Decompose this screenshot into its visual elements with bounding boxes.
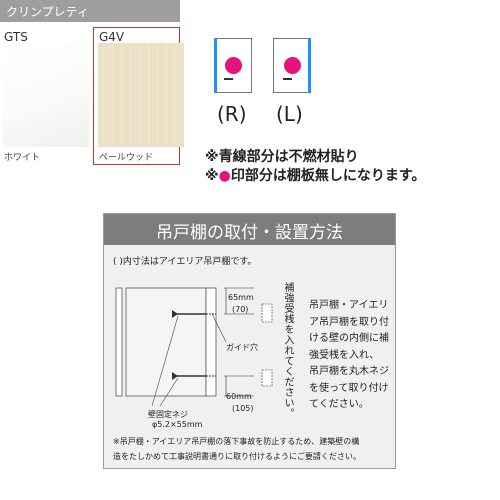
screw-size: φ5.2×55mm	[152, 420, 203, 429]
note-blue-line: ※青線部分は不燃材貼り	[205, 149, 359, 165]
swatch-name-pale-wood: ペールウッド	[99, 153, 154, 163]
nonflammable-edge-marker	[214, 38, 217, 93]
dim-top-sub: (70)	[232, 305, 249, 314]
nonflammable-edge-marker	[308, 38, 311, 93]
install-instructions: 吊戸棚・アイエリア吊戸棚を取り付ける壁の内側に補強受桟を入れ、吊戸棚を丸木ネジを…	[309, 300, 389, 410]
dim-bottom: 60mm	[226, 392, 252, 401]
install-diagram	[115, 287, 273, 407]
label-left: (L)	[276, 102, 303, 126]
swatch-code-gts: GTS	[4, 30, 28, 44]
no-shelf-dot-icon	[284, 57, 301, 74]
label-right: (R)	[217, 102, 247, 126]
install-subtitle: ( )内寸法はアイエリア吊戸棚です。	[113, 257, 257, 267]
door-diagram-left	[273, 38, 311, 93]
install-title: 吊戸棚の取付・設置方法	[156, 223, 343, 243]
screw-label: 壁固定ネジ	[148, 410, 188, 419]
note-no-shelf: ※●印部分は棚板無しになります。	[205, 168, 426, 184]
dim-top: 65mm	[228, 293, 254, 302]
pink-dot-mark: ●	[218, 168, 231, 184]
handle-icon	[283, 78, 292, 80]
handle-icon	[224, 78, 233, 80]
no-shelf-dot-icon	[225, 57, 242, 74]
series-banner	[0, 0, 180, 22]
swatch-pale-wood[interactable]	[98, 43, 184, 147]
swatch-white[interactable]	[3, 43, 89, 147]
door-diagram-right	[214, 38, 252, 93]
vertical-reinforcement-note: 補強受桟を入れてください。	[282, 282, 293, 419]
install-panel-header	[104, 214, 395, 245]
swatch-name-white: ホワイト	[4, 153, 41, 163]
series-title: クリンプレティ	[6, 5, 89, 19]
swatch-code-g4v: G4V	[99, 30, 125, 44]
dim-bottom-sub: (105)	[232, 404, 254, 413]
footer-note-line1: ※吊戸棚・アイエリア吊戸棚の落下事故を防止するため、建築壁の構	[113, 437, 360, 446]
guide-hole-label: ガイド穴	[226, 343, 258, 352]
footer-note-line2: 造をたしかめて工事説明書通りに取り付けるようにご要請ください。	[113, 452, 361, 461]
